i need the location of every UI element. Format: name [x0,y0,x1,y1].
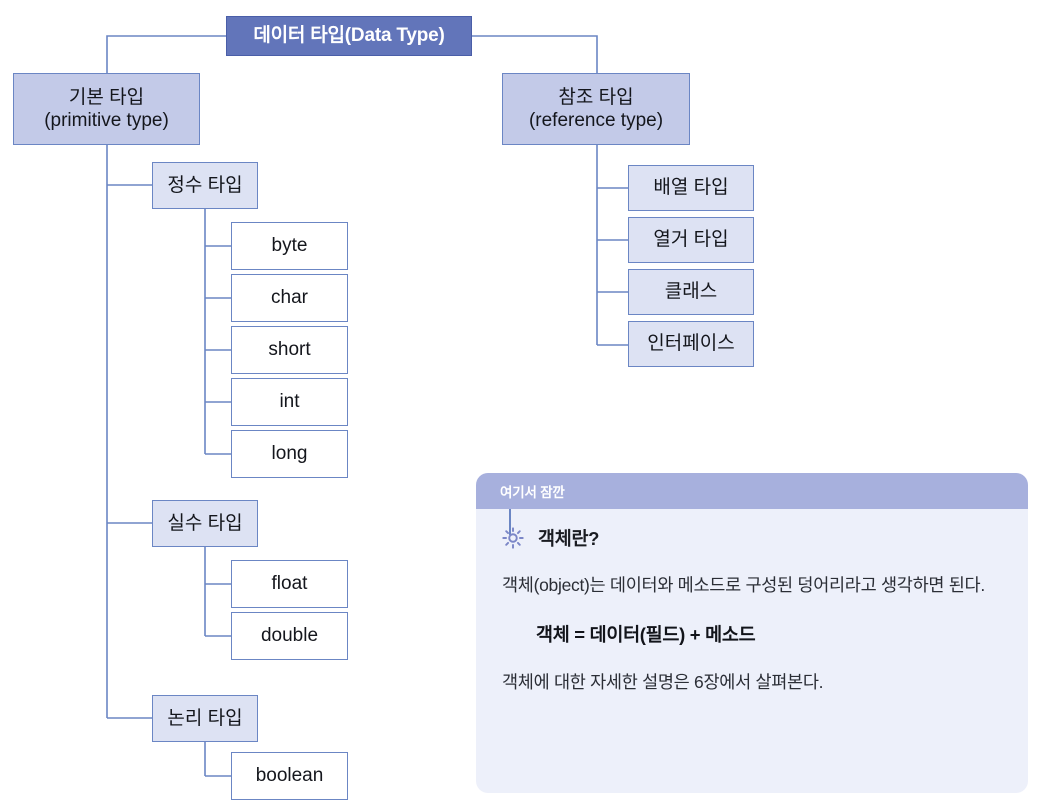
node-integer-type[interactable]: 정수 타입 [152,162,258,209]
node-leaf-boolean[interactable]: boolean [231,752,348,800]
node-floating-type[interactable]: 실수 타입 [152,500,258,547]
callout-box: 여기서 잠깐 객체란? [476,473,1028,793]
callout-body: 객체란? 객체(object)는 데이터와 메소드로 구성된 덩어리라고 생각하… [476,509,1028,694]
node-leaf-float[interactable]: float [231,560,348,608]
callout-paragraph: 객체(object)는 데이터와 메소드로 구성된 덩어리라고 생각하면 된다. [502,575,985,595]
callout-header: 여기서 잠깐 [476,473,1028,509]
node-logical-type[interactable]: 논리 타입 [152,695,258,742]
node-primitive-type[interactable]: 기본 타입 (primitive type) [13,73,200,145]
sun-icon [502,527,524,549]
callout-header-label: 여기서 잠깐 [500,485,565,500]
node-leaf-enum-type[interactable]: 열거 타입 [628,217,754,263]
callout-formula: 객체 = 데이터(필드) + 메소드 [536,624,756,646]
node-leaf-class[interactable]: 클래스 [628,269,754,315]
node-leaf-int[interactable]: int [231,378,348,426]
node-leaf-short[interactable]: short [231,326,348,374]
callout-stem-line [509,509,511,535]
node-leaf-long[interactable]: long [231,430,348,478]
callout-title: 객체란? [538,528,600,549]
callout-note: 객체에 대한 자세한 설명은 6장에서 살펴본다. [502,672,824,693]
node-leaf-array-type[interactable]: 배열 타입 [628,165,754,211]
node-root-data-type[interactable]: 데이터 타입(Data Type) [226,16,472,56]
node-leaf-byte[interactable]: byte [231,222,348,270]
node-leaf-interface[interactable]: 인터페이스 [628,321,754,367]
callout-title-row: 객체란? [502,525,998,551]
node-leaf-char[interactable]: char [231,274,348,322]
node-leaf-double[interactable]: double [231,612,348,660]
node-reference-type[interactable]: 참조 타입 (reference type) [502,73,690,145]
